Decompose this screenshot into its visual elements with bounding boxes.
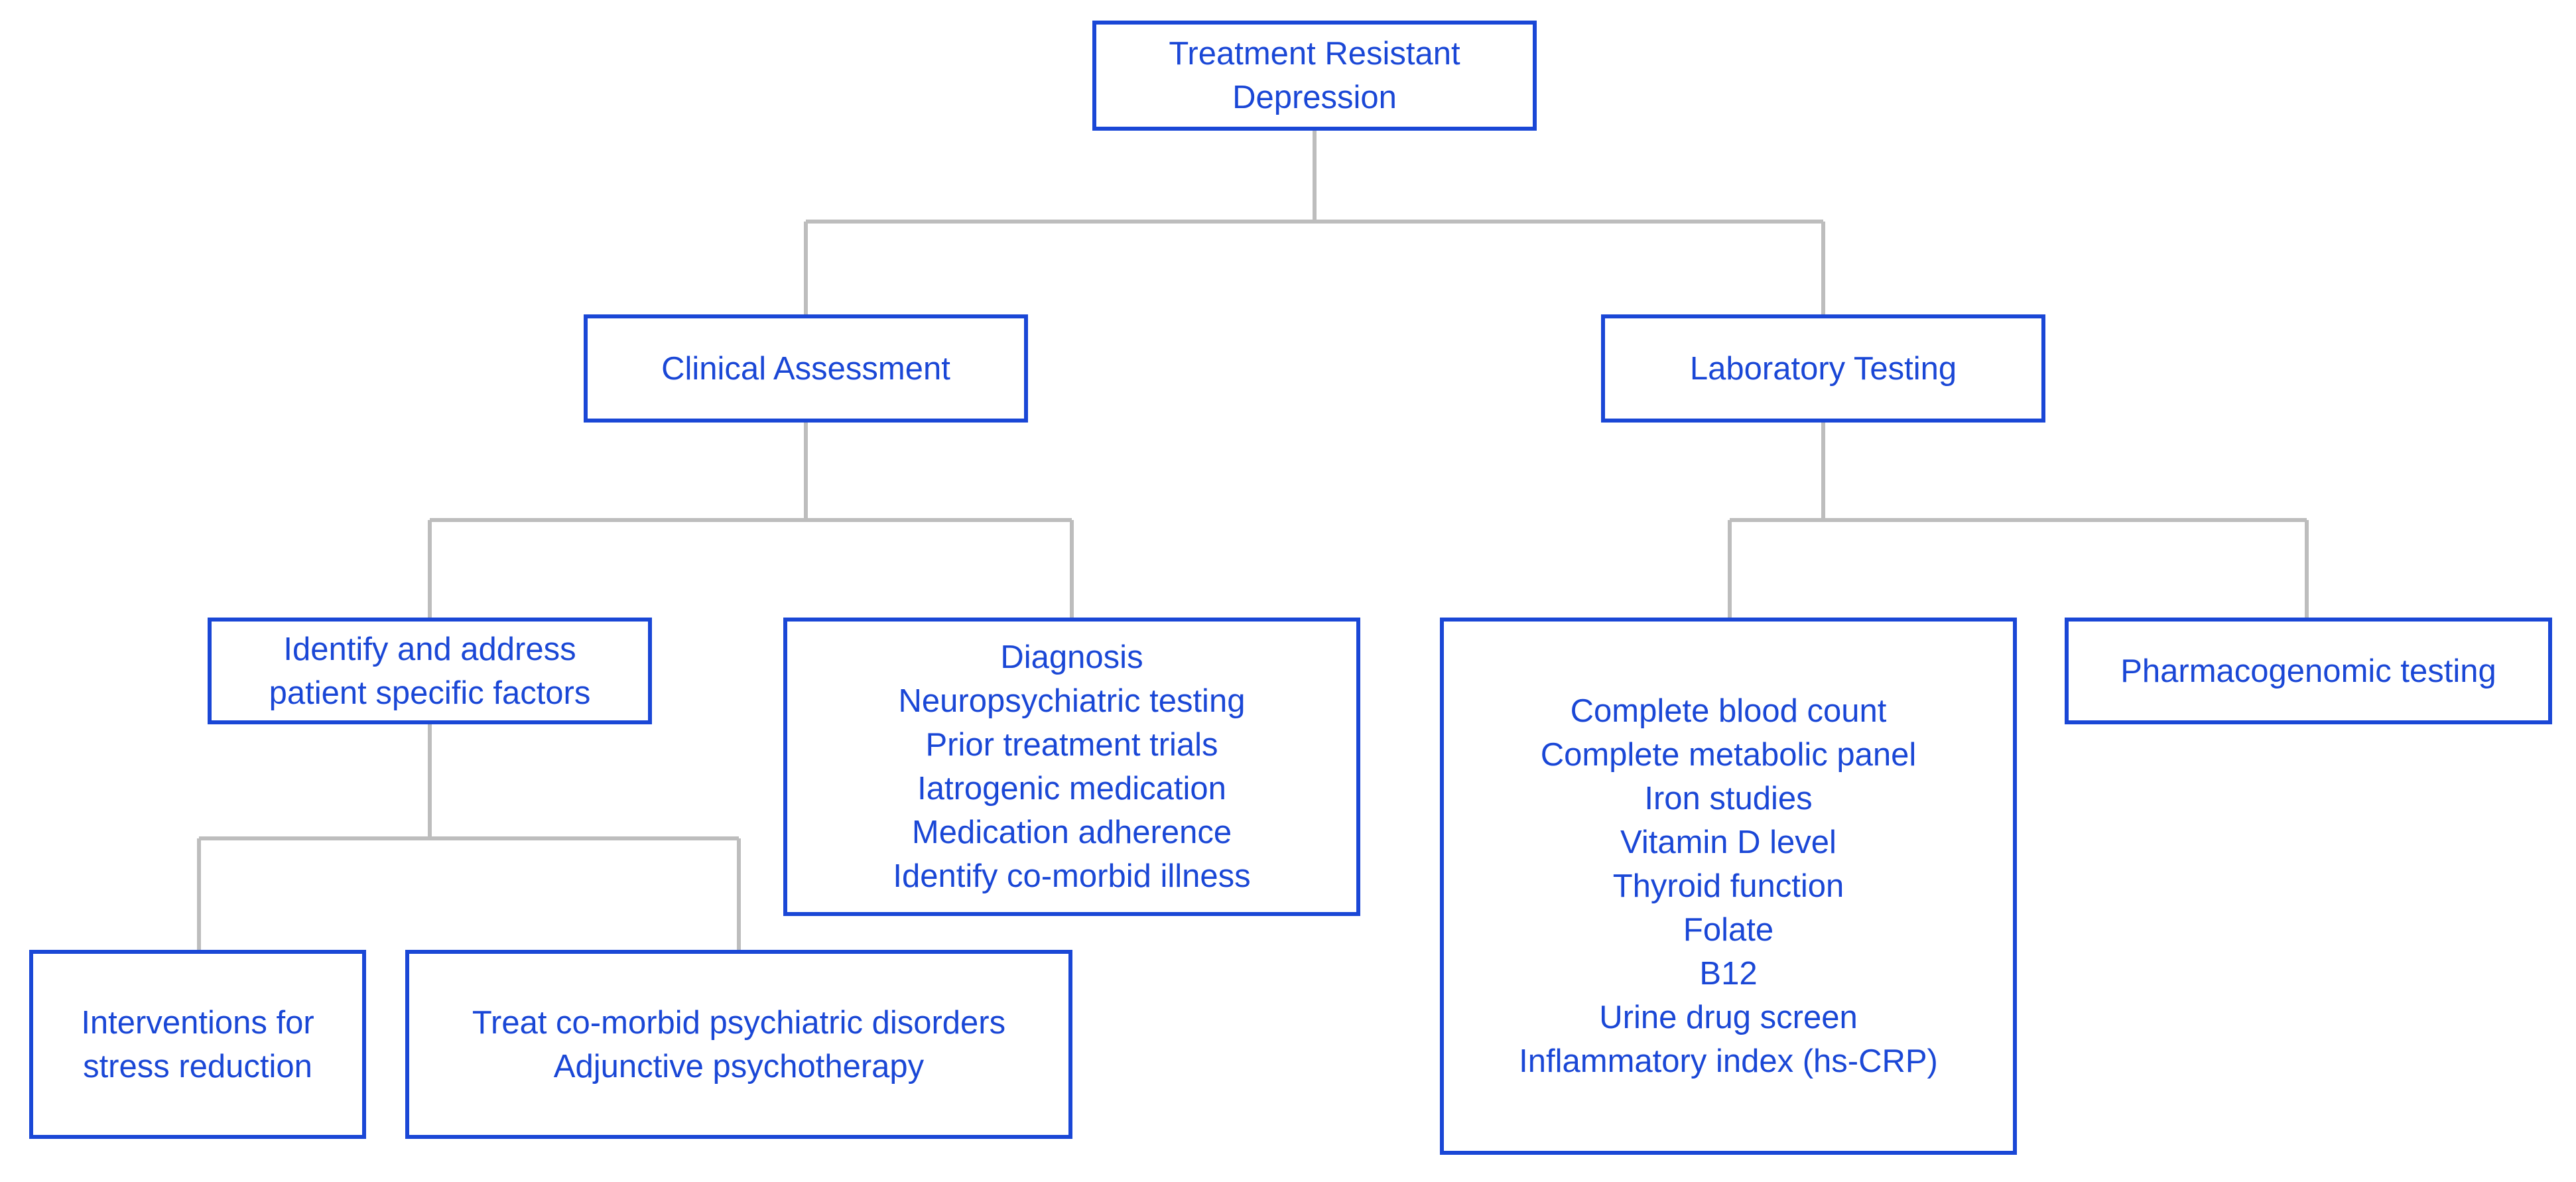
- node-lab-panel-list-line: Complete metabolic panel: [1540, 737, 1917, 773]
- node-lab-panel-list-line: Complete blood count: [1570, 693, 1887, 729]
- node-lab-panel-list-line: Iron studies: [1644, 781, 1813, 817]
- node-patient-specific-factors-line: Identify and address: [283, 631, 576, 667]
- node-stress-reduction-line: stress reduction: [83, 1048, 312, 1084]
- node-comorbid-psychiatric-line: Treat co-morbid psychiatric disorders: [472, 1004, 1006, 1041]
- node-treatment-resistant-depression-line: Depression: [1232, 80, 1397, 115]
- node-diagnosis-list-line: Identify co-morbid illness: [893, 858, 1251, 894]
- node-lab-panel-list-line: Thyroid function: [1612, 868, 1844, 904]
- node-stress-reduction-line: Interventions for: [81, 1004, 314, 1041]
- node-patient-specific-factors: Identify and address patient specific fac…: [208, 618, 652, 724]
- node-pharmacogenomic-testing: Pharmacogenomic testing: [2065, 618, 2552, 724]
- node-lab-panel-list-line: Folate: [1683, 912, 1774, 948]
- node-diagnosis-list-line: Iatrogenic medication: [917, 771, 1226, 807]
- node-clinical-assessment-line: Clinical Assessment: [661, 350, 950, 387]
- node-stress-reduction: Interventions for stress reduction: [29, 950, 366, 1139]
- node-comorbid-psychiatric-line: Adjunctive psychotherapy: [553, 1048, 925, 1084]
- node-lab-panel-list-line: Vitamin D level: [1620, 824, 1836, 860]
- node-diagnosis-list-line: Prior treatment trials: [925, 727, 1218, 763]
- node-diagnosis-list-line: Medication adherence: [911, 815, 1232, 850]
- node-lab-panel-list-line: B12: [1699, 956, 1758, 992]
- node-diagnosis-list-line: Neuropsychiatric testing: [898, 683, 1246, 719]
- node-pharmacogenomic-testing-line: Pharmacogenomic testing: [2120, 653, 2496, 689]
- node-laboratory-testing-line: Laboratory Testing: [1689, 350, 1957, 387]
- node-lab-panel-list-line: Inflammatory index (hs-CRP): [1519, 1043, 1938, 1079]
- node-lab-panel-list-line: Urine drug screen: [1599, 1000, 1858, 1035]
- node-diagnosis-list-line: Diagnosis: [1000, 639, 1143, 675]
- node-patient-specific-factors-line: patient specific factors: [269, 675, 591, 711]
- node-treatment-resistant-depression-line: Treatment Resistant: [1169, 36, 1460, 72]
- node-laboratory-testing: Laboratory Testing: [1601, 314, 2045, 423]
- node-clinical-assessment: Clinical Assessment: [584, 314, 1028, 423]
